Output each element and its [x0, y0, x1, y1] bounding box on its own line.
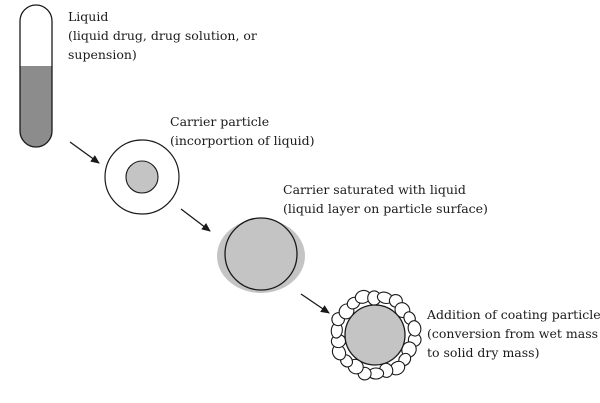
label-saturated-carrier: Carrier saturated with liquid (liquid la… — [283, 180, 488, 218]
label-coating-particles: Addition of coating particles (conversio… — [427, 305, 600, 362]
liquid-tube — [19, 4, 53, 148]
coated-core — [344, 304, 406, 366]
saturated-core — [224, 217, 298, 291]
label-liquid: Liquid (liquid drug, drug solution, or s… — [68, 7, 257, 64]
label-carrier-line-1: (incorportion of liquid) — [170, 133, 315, 148]
carrier-particle — [104, 139, 180, 215]
label-saturated-line-1: (liquid layer on particle surface) — [283, 201, 488, 216]
coating-particle — [407, 320, 422, 337]
carrier-core — [125, 160, 159, 194]
tube-outline — [19, 4, 53, 148]
label-liquid-title: Liquid — [68, 9, 109, 24]
label-carrier-title: Carrier particle — [170, 114, 270, 129]
arrow-3 — [300, 293, 330, 314]
label-coating-line-2: to solid dry mass) — [427, 345, 540, 360]
arrow-1 — [69, 141, 100, 164]
label-coating-title: Addition of coating particles — [427, 307, 600, 322]
coated-particle — [330, 289, 422, 381]
arrow-2 — [180, 208, 211, 232]
label-saturated-title: Carrier saturated with liquid — [283, 182, 466, 197]
tube-liquid-fill — [20, 66, 52, 147]
label-carrier-particle: Carrier particle (incorportion of liquid… — [170, 112, 315, 150]
label-coating-line-1: (conversion from wet mass — [427, 326, 599, 341]
saturated-carrier — [217, 217, 305, 293]
label-liquid-line-1: (liquid drug, drug solution, or — [68, 28, 257, 43]
label-liquid-line-2: supension) — [68, 47, 137, 62]
